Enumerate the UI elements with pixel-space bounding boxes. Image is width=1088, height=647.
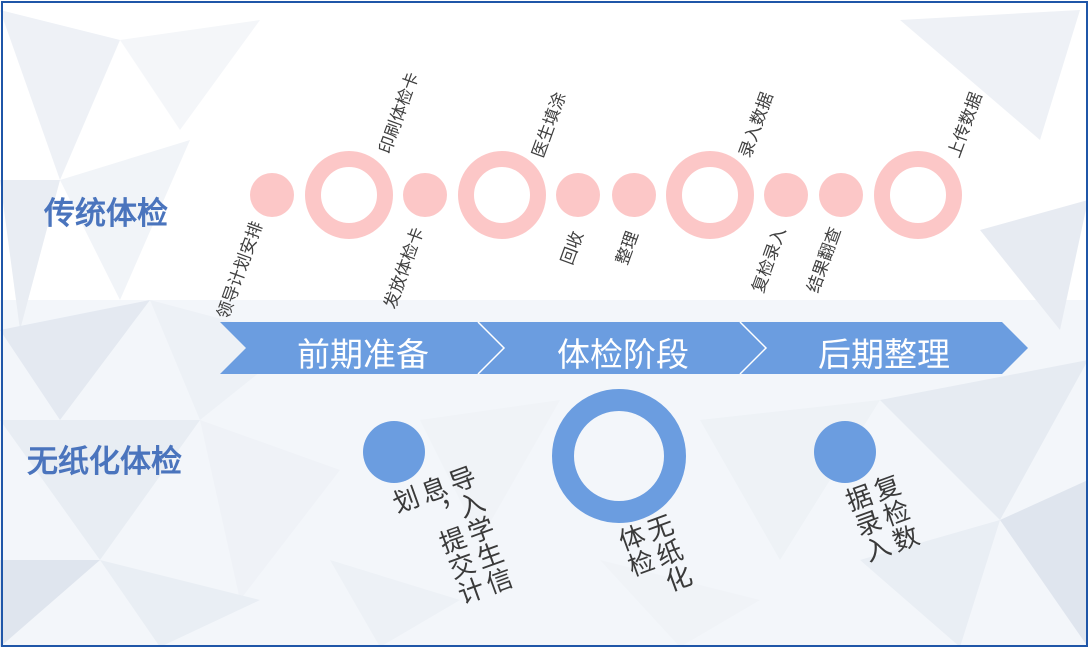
step-dot-result-check — [819, 173, 863, 217]
phase-arrow-2 — [478, 322, 766, 374]
step-dot-collect — [556, 173, 600, 217]
phase-label-preparation: 前期准备 — [297, 335, 429, 374]
traditional-exam-label: 传统体检 — [44, 196, 168, 232]
paperless-ring-exam — [552, 389, 686, 523]
phase-label-exam: 体检阶段 — [557, 335, 689, 374]
step-dot-organize — [612, 173, 656, 217]
phase-arrow-3 — [740, 322, 1028, 374]
phase-arrow-1 — [220, 322, 504, 374]
paperless-dot-recheck — [814, 421, 876, 483]
paperless-dot-import — [363, 421, 425, 483]
step-dot-recheck-entry — [764, 173, 808, 217]
step-dot-issue-card — [403, 173, 447, 217]
step-dot-schedule — [250, 173, 294, 217]
phase-label-followup: 后期整理 — [818, 335, 950, 374]
paperless-exam-label: 无纸化体检 — [27, 444, 182, 480]
